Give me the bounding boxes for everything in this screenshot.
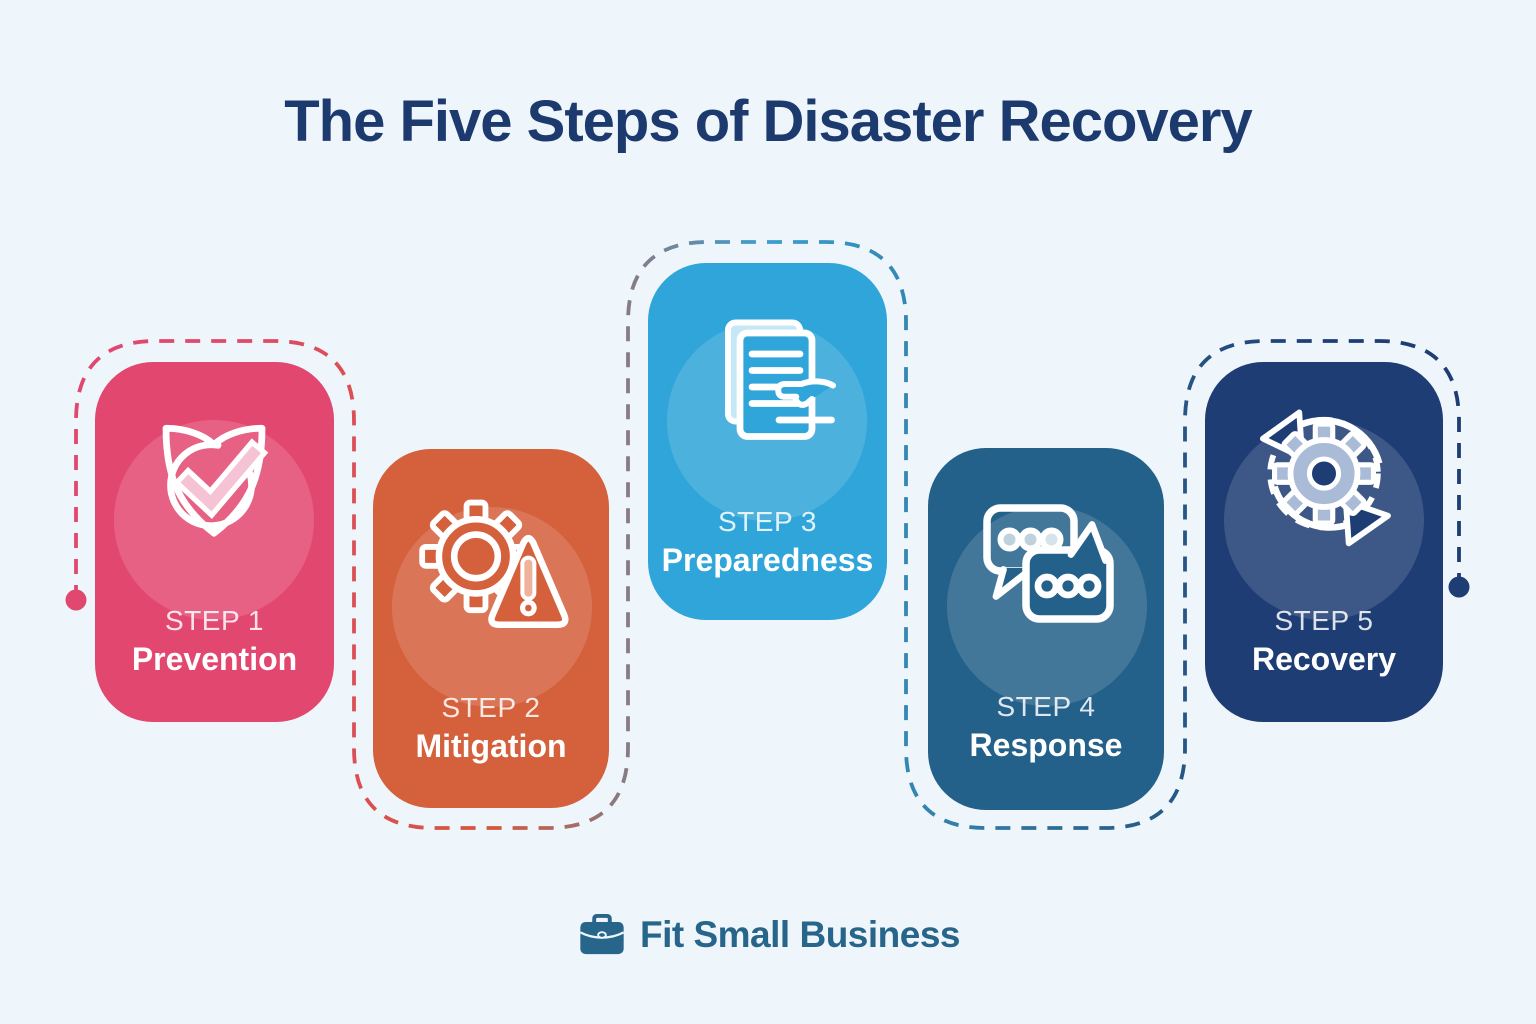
icon-halo — [114, 420, 314, 620]
step-card-mitigation: STEP 2 Mitigation — [373, 449, 609, 808]
gear-cycle-icon — [1260, 409, 1391, 547]
page-title: The Five Steps of Disaster Recovery — [284, 89, 1253, 154]
step-name: Mitigation — [415, 728, 567, 764]
document-hand-icon — [725, 319, 836, 440]
connector-start-dot — [65, 589, 87, 611]
connector-end-dot — [1448, 576, 1470, 598]
step-card-prevention: STEP 1 Prevention — [95, 362, 334, 722]
step-card-preparedness: STEP 3 Preparedness — [648, 263, 887, 620]
step-label: STEP 3 — [718, 506, 817, 537]
step-card-response: STEP 4 Response — [928, 448, 1164, 810]
step-label: STEP 2 — [441, 692, 541, 723]
brand-name: Fit Small Business — [640, 914, 961, 955]
step-label: STEP 4 — [996, 691, 1096, 722]
step-name: Preparedness — [661, 542, 874, 578]
step-label: STEP 5 — [1274, 605, 1374, 636]
connector-line — [74, 240, 1461, 830]
chat-bubbles-icon — [983, 504, 1114, 623]
step-card-recovery: STEP 5 Recovery — [1205, 362, 1443, 722]
shield-check-icon — [162, 424, 269, 537]
briefcase-icon — [579, 913, 625, 955]
step-name: Prevention — [131, 641, 298, 677]
step-label: STEP 1 — [165, 605, 264, 636]
step-name: Response — [969, 727, 1123, 763]
footer-brand: Fit Small Business — [0, 903, 1536, 967]
gear-warning-icon — [419, 499, 569, 628]
step-name: Recovery — [1251, 641, 1397, 677]
